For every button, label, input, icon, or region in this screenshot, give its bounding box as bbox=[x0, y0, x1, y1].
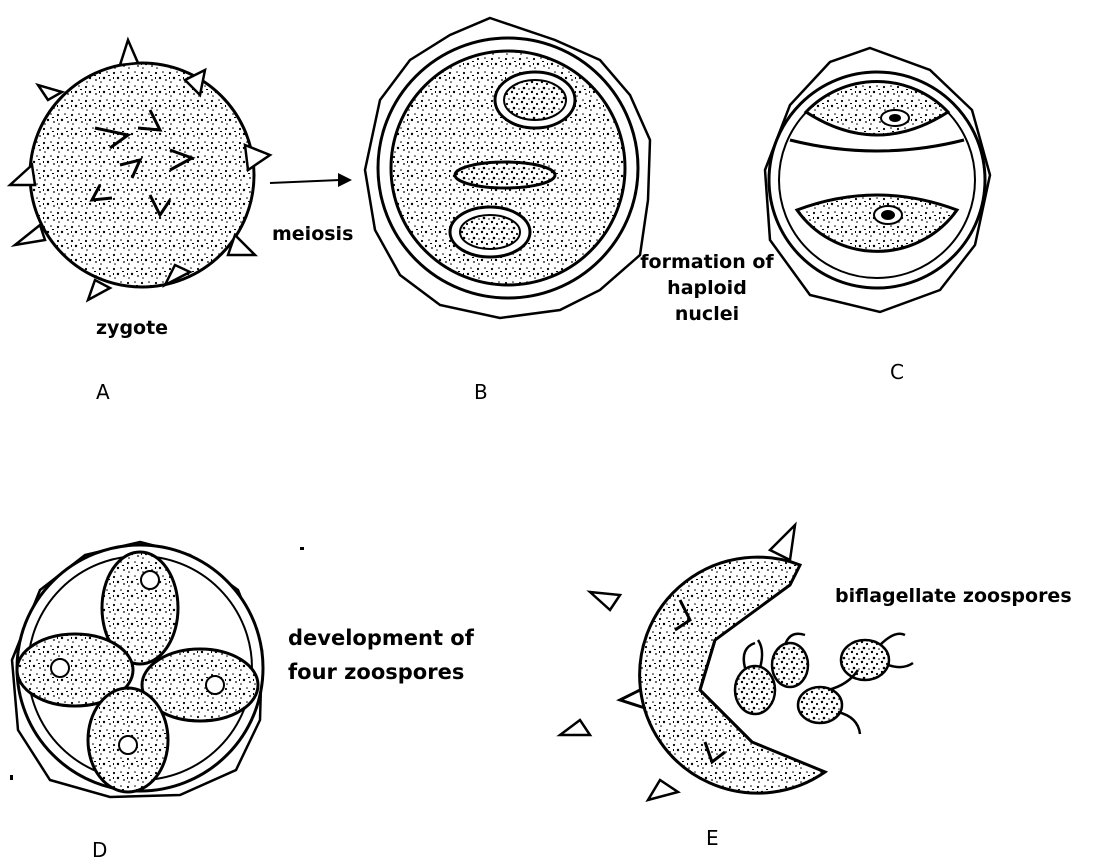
biflagellate-label: biflagellate zoospores bbox=[835, 583, 1072, 609]
zygote-label: zygote bbox=[96, 315, 168, 341]
haploid-label-line-1: formation of bbox=[628, 249, 786, 275]
meiosis-arrow bbox=[270, 173, 352, 187]
meiosis-label: meiosis bbox=[272, 221, 353, 247]
cell-e bbox=[560, 525, 913, 800]
cell-b bbox=[365, 18, 650, 318]
spike bbox=[10, 165, 35, 185]
cell-d bbox=[10, 542, 304, 797]
spike bbox=[38, 85, 62, 100]
spike bbox=[590, 592, 620, 610]
spindle bbox=[455, 162, 555, 188]
haploid-nuclei-label: formation of haploid nuclei bbox=[628, 249, 786, 327]
four-zoospores-label: development of four zoospores bbox=[288, 621, 474, 689]
panel-label-b: B bbox=[474, 380, 488, 404]
panel-label-c: C bbox=[890, 360, 904, 384]
four-zoospores-line-2: four zoospores bbox=[288, 655, 474, 689]
haploid-label-line-3: nuclei bbox=[628, 301, 786, 327]
spike bbox=[120, 40, 138, 65]
spike bbox=[560, 720, 590, 735]
spike bbox=[88, 280, 110, 300]
biflagellate-zoospore bbox=[735, 640, 889, 723]
spike bbox=[245, 145, 270, 170]
panel-label-e: E bbox=[706, 826, 719, 850]
four-zoospores-line-1: development of bbox=[288, 621, 474, 655]
spike bbox=[770, 525, 795, 560]
panel-label-d: D bbox=[92, 838, 107, 862]
haploid-label-line-2: haploid bbox=[628, 275, 786, 301]
zygote-cell-a bbox=[10, 40, 270, 300]
cell-c bbox=[765, 48, 990, 312]
spike bbox=[15, 225, 45, 245]
spike bbox=[648, 780, 678, 800]
panel-label-a: A bbox=[96, 380, 110, 404]
